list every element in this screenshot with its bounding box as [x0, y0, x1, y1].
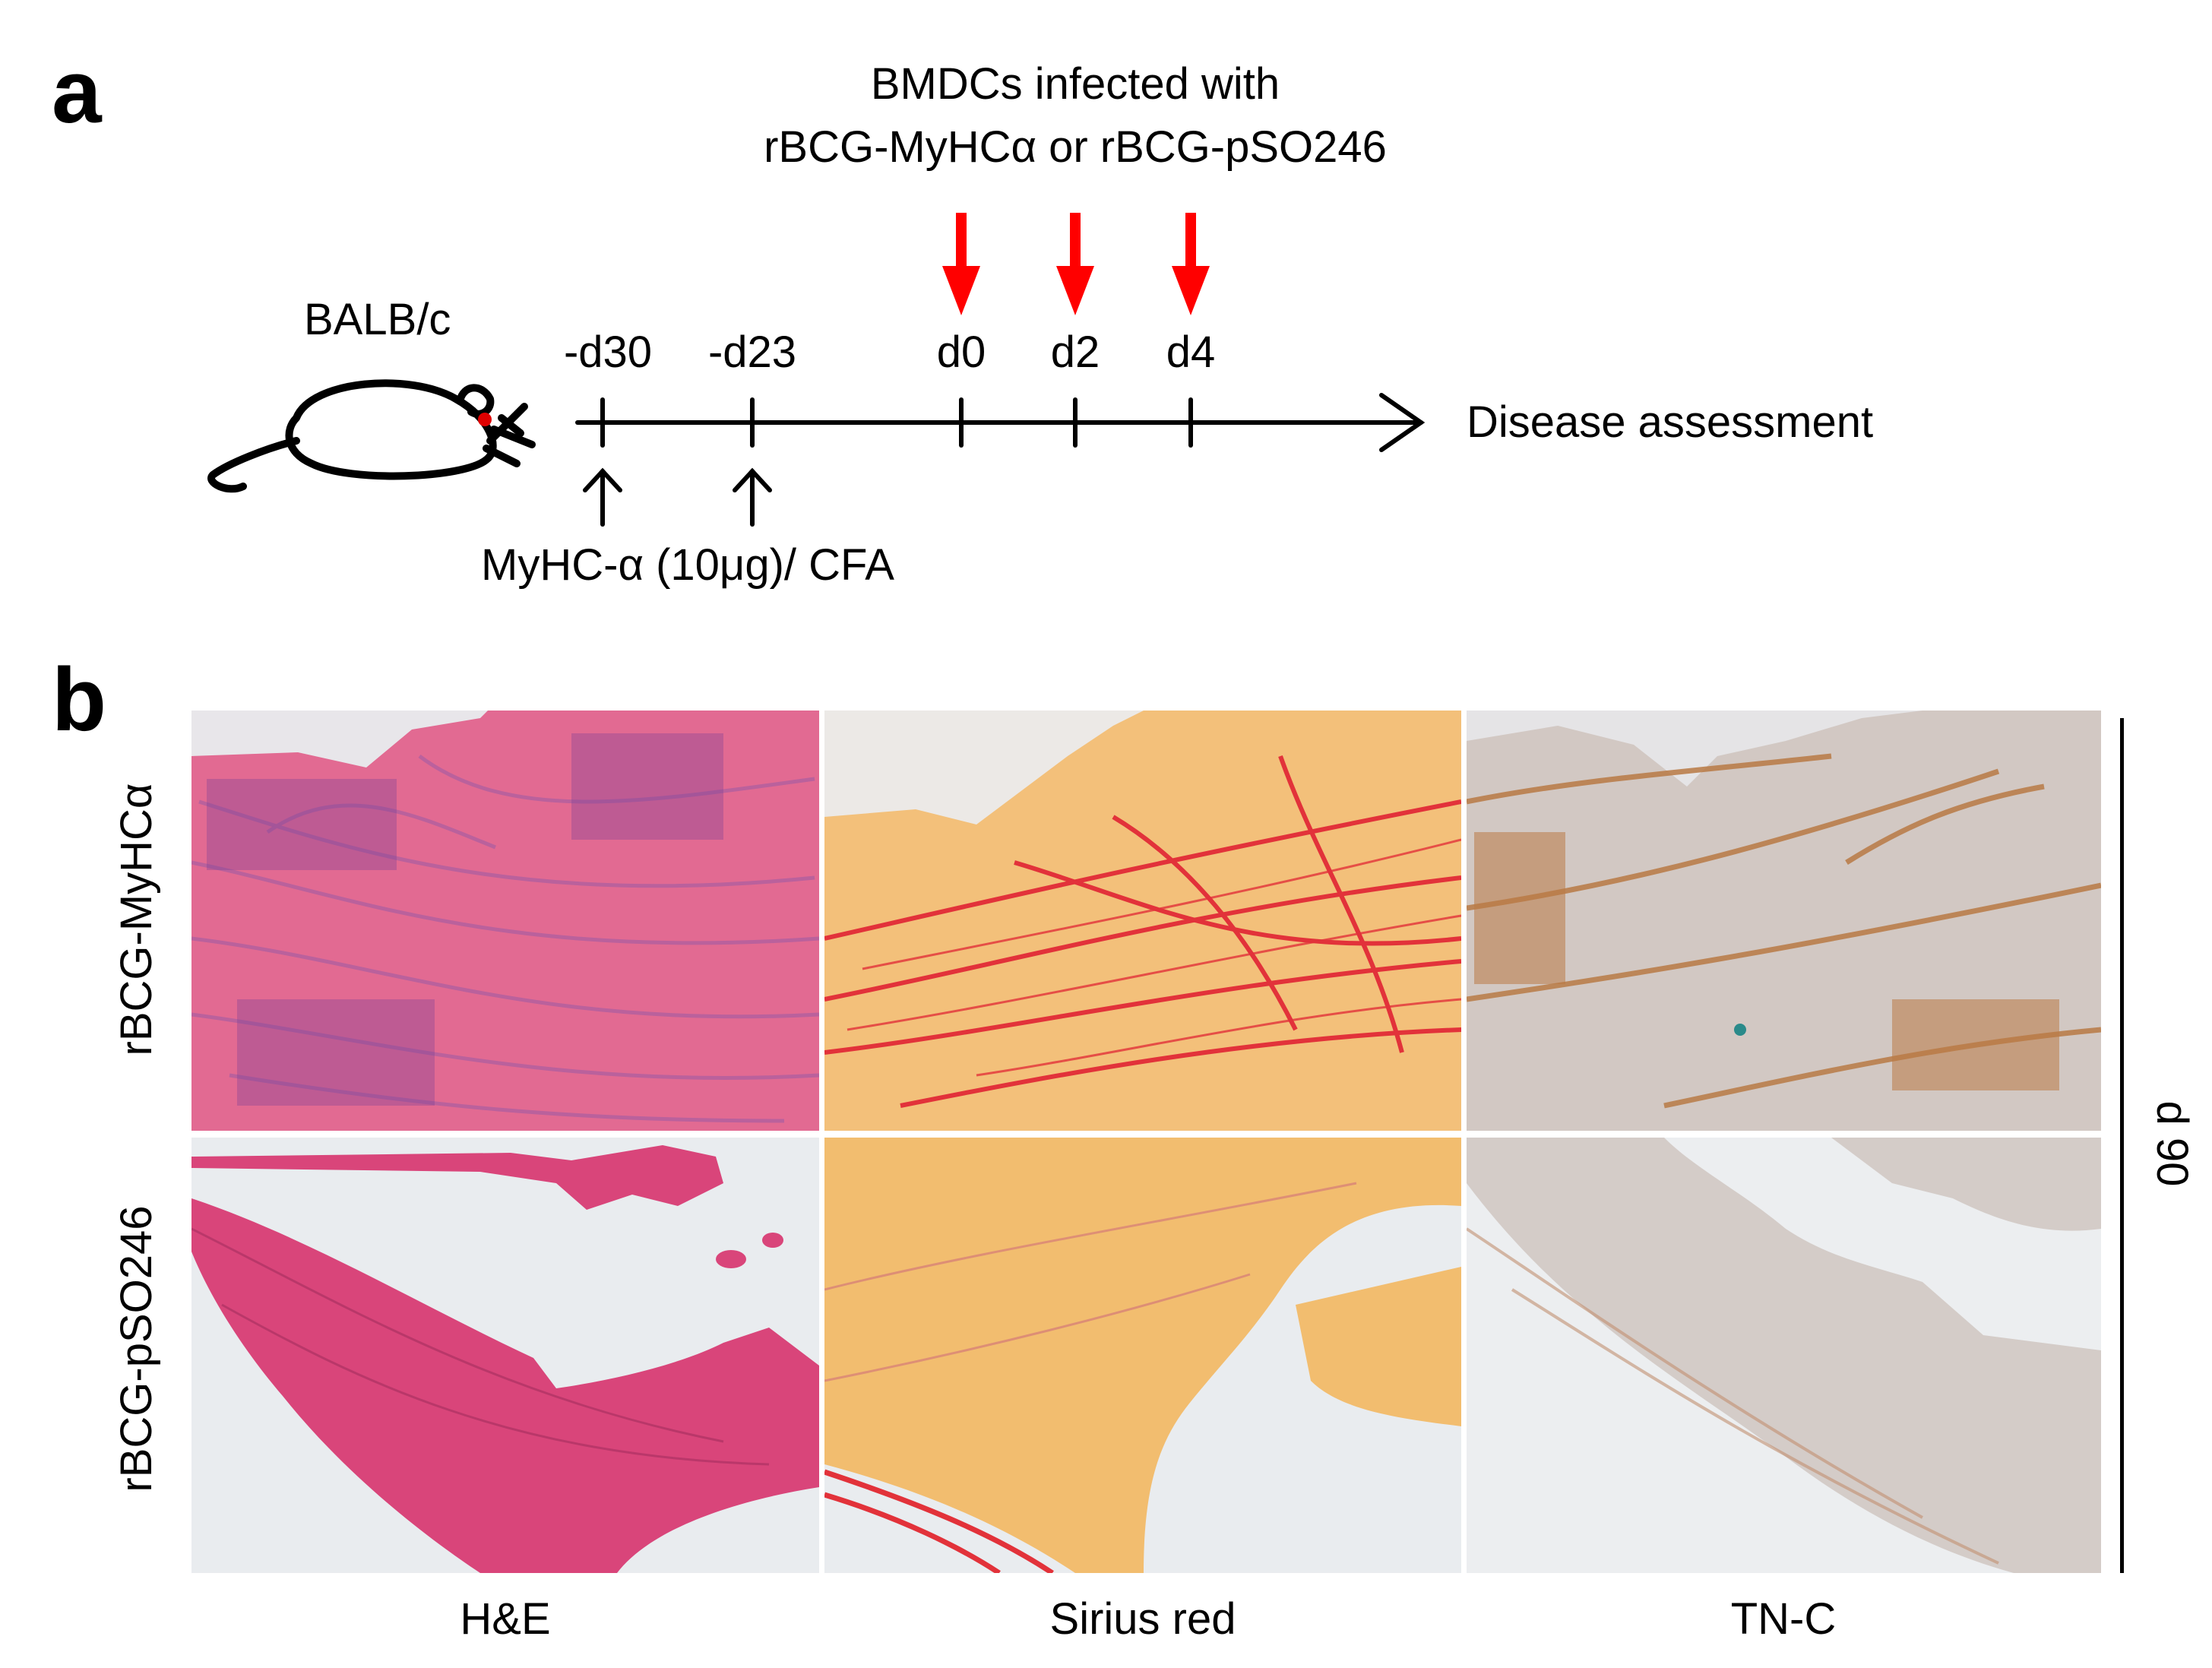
- mouse-icon: [207, 379, 536, 493]
- image-sirius-pso246: [824, 1138, 1461, 1573]
- endpoint-label: Disease assessment: [1467, 397, 1874, 447]
- time-point-d-30: -d30: [563, 328, 653, 377]
- image-tnc-myhca: [1467, 711, 2101, 1131]
- infection-label-line1: BMDCs infected with: [870, 59, 1280, 109]
- image-he-myhca: [191, 711, 819, 1131]
- image-he-pso246: [191, 1138, 819, 1573]
- time-point-d0: d0: [936, 328, 986, 377]
- time-label: d 90: [2147, 1100, 2197, 1187]
- column-label-tnc: TN-C: [1730, 1594, 1837, 1644]
- time-bracket-line: [2120, 718, 2124, 1573]
- panel-a-letter: a: [52, 42, 102, 142]
- panel-b-letter: b: [52, 650, 107, 750]
- mouse-strain-label: BALB/c: [304, 295, 451, 344]
- column-label-he: H&E: [460, 1594, 551, 1644]
- immunization-label: MyHC-α (10μg)/ CFA: [481, 540, 894, 590]
- time-point-d4: d4: [1166, 328, 1216, 377]
- timeline: [575, 213, 1426, 527]
- image-tnc-pso246: [1467, 1138, 2101, 1573]
- row-label-myhca: rBCG-MyHCα: [112, 783, 161, 1056]
- infection-label-line2: rBCG-MyHCα or rBCG-pSO246: [764, 122, 1387, 172]
- row-label-pso246: rBCG-pSO246: [112, 1205, 161, 1492]
- image-sirius-myhca: [824, 711, 1461, 1131]
- time-point-d-23: -d23: [707, 328, 797, 377]
- column-label-sirius: Sirius red: [1049, 1594, 1236, 1644]
- time-point-d2: d2: [1050, 328, 1100, 377]
